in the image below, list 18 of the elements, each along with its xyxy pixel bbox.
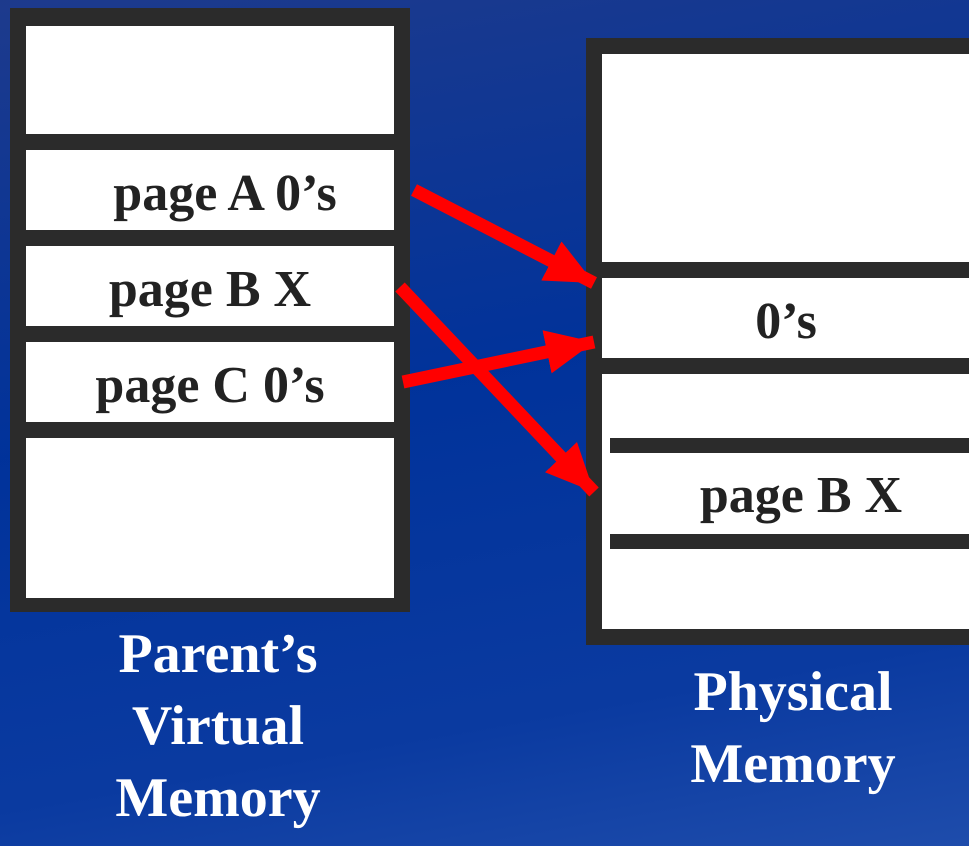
memory-page-slot bbox=[26, 342, 394, 422]
page-label: page B X bbox=[108, 264, 312, 316]
page-label: page A 0’s bbox=[113, 168, 337, 220]
arrow bbox=[411, 184, 597, 289]
arrow bbox=[402, 330, 596, 388]
empty-memory-slot bbox=[26, 438, 394, 598]
memory-page-slot bbox=[602, 278, 969, 358]
column-heading: Physical Memory bbox=[689, 660, 897, 797]
page-label: page B X bbox=[700, 470, 902, 522]
memory-page-slot bbox=[26, 150, 394, 230]
column-heading: Parent’s Virtual Memory bbox=[114, 622, 322, 831]
empty-memory-slot bbox=[26, 26, 394, 134]
arrow bbox=[395, 282, 599, 496]
page-label: page C 0’s bbox=[95, 360, 325, 412]
page-label: 0’s bbox=[755, 296, 817, 348]
empty-memory-slot bbox=[602, 54, 969, 262]
memory-page-slot bbox=[26, 246, 394, 326]
memory-page-slot bbox=[610, 438, 969, 549]
